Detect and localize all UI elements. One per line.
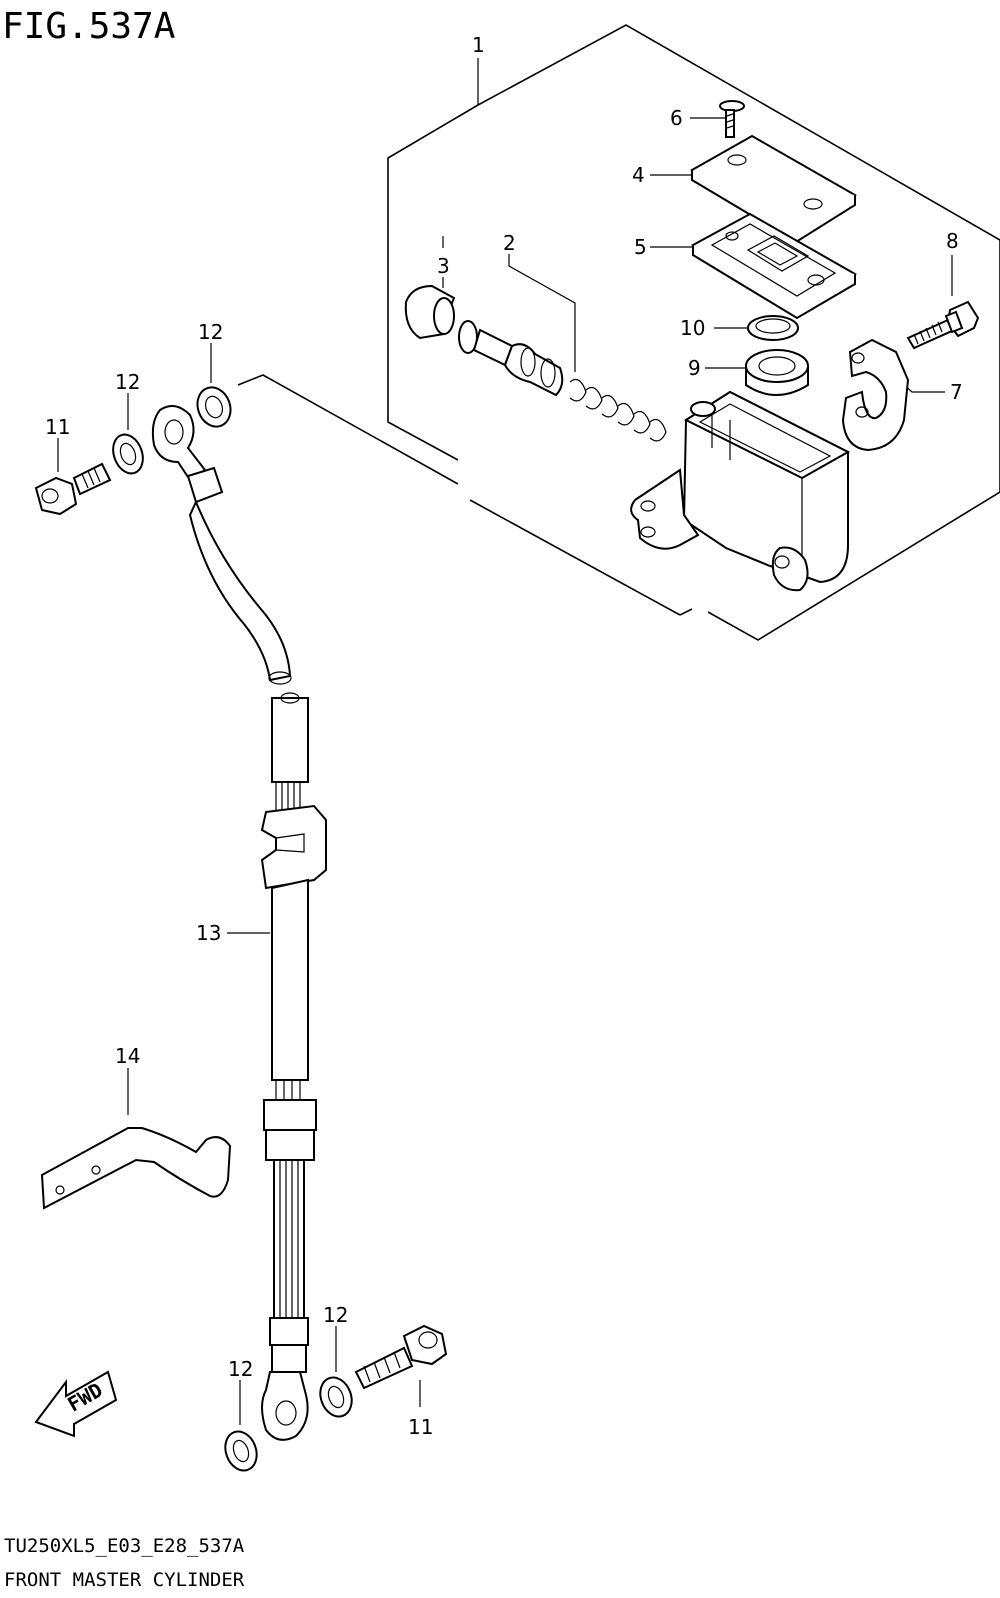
washer-part-12-lower-left [224,1430,258,1472]
callout-9: 9 [688,356,701,380]
union-bolt-part-11-lower [354,1324,448,1390]
callout-6: 6 [670,106,683,130]
callout-10: 10 [680,316,705,340]
o-ring-part-10 [747,315,799,341]
screw-part-6 [719,100,745,138]
fwd-arrow-icon: FWD [34,1370,118,1438]
brake-hose-part-13 [151,405,327,1441]
reservoir-boot-part-9 [745,349,809,396]
callout-12-lower-right: 12 [323,1303,348,1327]
hose-bracket-part-14 [40,1127,232,1210]
piston-boot-part-3 [404,284,456,340]
figure-code: TU250XL5_E03_E28_537A [4,1535,245,1557]
washer-part-12-upper [196,386,232,428]
callout-14: 14 [115,1044,140,1068]
union-bolt-part-11-upper [34,462,112,516]
callout-3: 3 [437,254,450,278]
washer-part-12-lower-right [319,1376,353,1418]
assembly-boundary [237,24,1000,641]
master-cylinder-body-part-1 [630,390,851,592]
diaphragm-part-5 [690,212,857,320]
reservoir-cap-part-4 [690,134,857,244]
leader-lines [57,58,953,1425]
callout-12-lower-left: 12 [228,1357,253,1381]
callout-4: 4 [632,163,645,187]
washer-part-12-upper-left [112,433,144,475]
callout-2: 2 [503,231,516,255]
callout-8: 8 [946,229,959,253]
clamp-holder-part-7 [841,338,910,452]
figure-caption: FRONT MASTER CYLINDER [4,1569,245,1591]
callout-labels: 1 2 3 4 5 6 7 8 9 10 11 11 12 12 12 12 1… [45,33,963,1439]
callout-12-upper-left: 12 [115,370,140,394]
callout-11-lower: 11 [408,1415,433,1439]
bolt-part-8 [906,300,980,350]
callout-1: 1 [472,33,485,57]
callout-11-upper: 11 [45,415,70,439]
figure-title: FIG.537A [2,6,176,47]
callout-7: 7 [950,380,963,404]
callout-5: 5 [634,235,647,259]
callout-13: 13 [196,921,221,945]
piston-set-part-2 [458,320,667,442]
callout-12-upper: 12 [198,320,223,344]
